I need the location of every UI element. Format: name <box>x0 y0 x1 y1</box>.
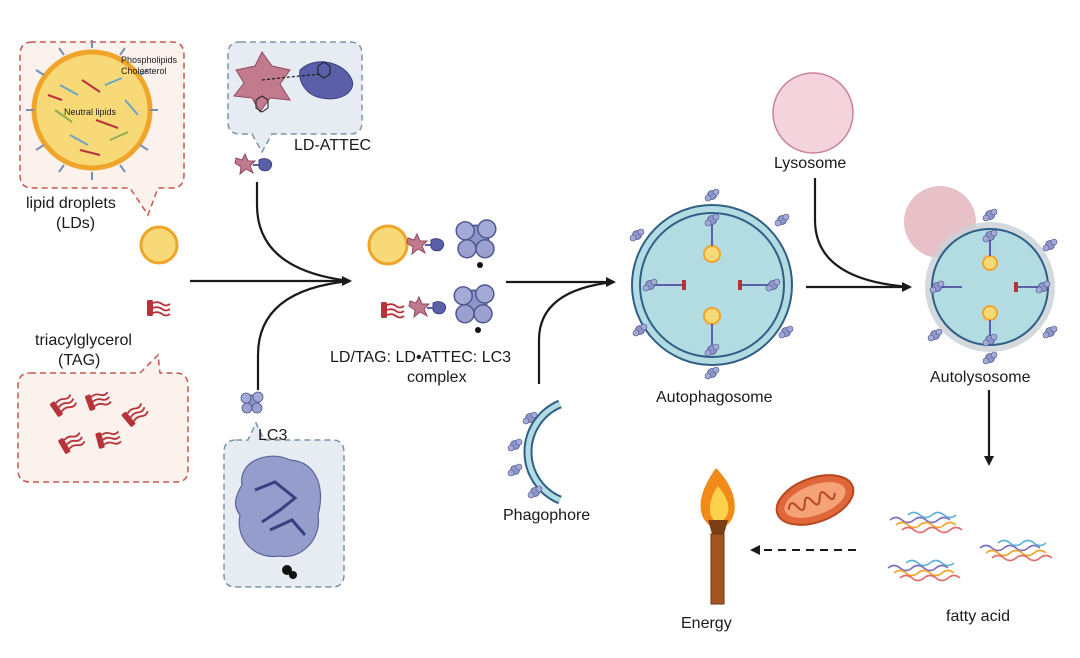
fatty-acid-chains <box>887 511 1053 582</box>
autolysosome-label: Autolysosome <box>930 369 1031 386</box>
autophagosome <box>629 188 794 380</box>
neutral-lipids-label: Neutral lipids <box>64 107 117 117</box>
lipid-droplets-abbrev: (LDs) <box>56 215 95 232</box>
autophagosome-label: Autophagosome <box>656 389 773 406</box>
lipid-droplets-label: lipid droplets <box>26 195 116 212</box>
lysosome-label: Lysosome <box>774 155 846 172</box>
torch-icon <box>700 468 735 605</box>
phospholipid-layer <box>26 40 158 180</box>
lc3-callout <box>223 421 345 588</box>
ld-attec-callout <box>227 41 363 154</box>
tag-abbrev: (TAG) <box>58 352 100 369</box>
lc3-molecule-small <box>240 391 264 414</box>
arrow-to-autolysosome <box>806 178 912 292</box>
lipid-droplet-small <box>139 225 179 265</box>
tag-label: triacylglycerol <box>35 332 132 349</box>
lipid-droplet-callout: Phospholipids Cholesterol Neutral lipids <box>19 40 185 217</box>
tag-callout <box>17 353 189 483</box>
autolysosome <box>904 186 1058 365</box>
lc3-label: LC3 <box>258 427 287 444</box>
energy-label: Energy <box>681 615 732 632</box>
ld-attec-molecule <box>234 153 273 175</box>
phagophore-label: Phagophore <box>503 507 590 524</box>
converging-arrows <box>190 182 352 390</box>
complex-label: LD/TAG: LD•ATTEC: LC3 <box>330 349 511 366</box>
phospholipids-label: Phospholipids <box>121 55 178 65</box>
neutral-lipids-cluster <box>47 77 139 156</box>
arrow-to-autophagosome <box>506 277 616 384</box>
ld-attec-lc3-complex <box>367 219 497 333</box>
cholesterol-label: Cholesterol <box>121 66 167 76</box>
ld-attec-label: LD-ATTEC <box>294 137 371 154</box>
complex-label-line2: complex <box>407 369 467 386</box>
fatty-acid-label: fatty acid <box>946 608 1010 625</box>
tag-molecule <box>146 299 171 317</box>
phagophore <box>507 399 562 505</box>
lysosome <box>772 72 854 154</box>
mitochondria-icon <box>775 474 855 526</box>
